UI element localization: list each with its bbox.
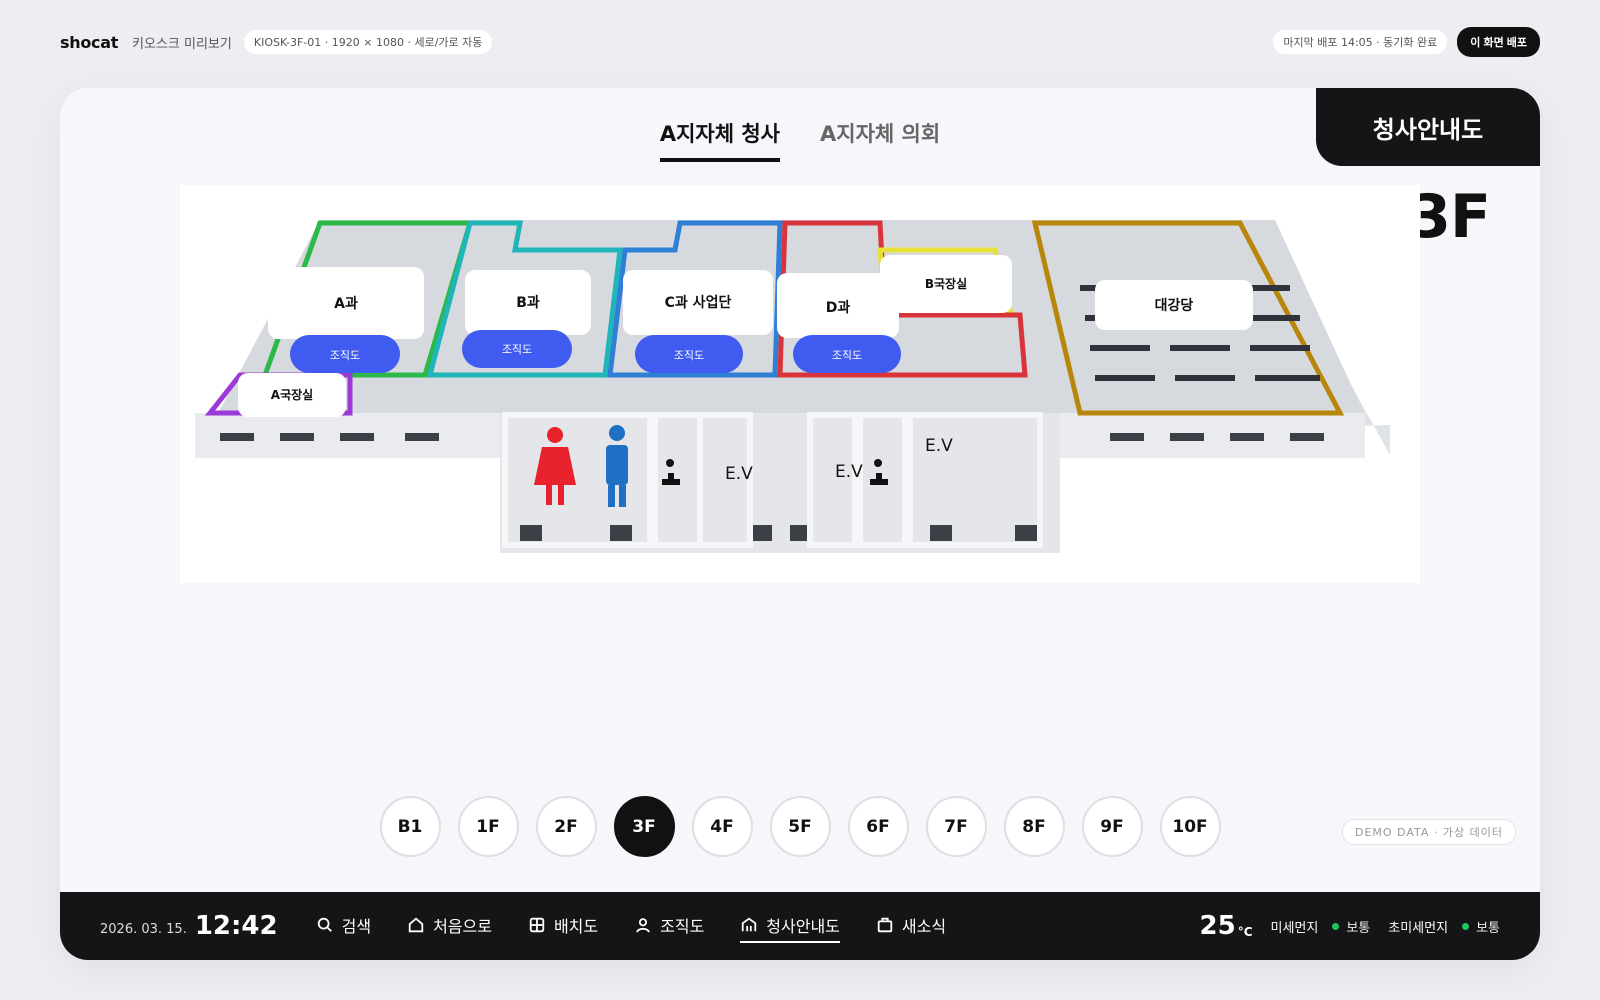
core-block <box>500 413 1060 553</box>
room-auditorium-outline <box>1031 220 1345 416</box>
search-icon <box>317 917 332 932</box>
bottom-nav: 검색 처음으로 배치도 조직도 청사안내도 새소식 <box>316 909 946 943</box>
org-button-c[interactable]: 조직도 <box>635 335 743 373</box>
floor-button-6f[interactable]: 6F <box>847 796 909 857</box>
ultrafine-dust-status: 보통 <box>1462 917 1500 936</box>
temperature-value: 25 <box>1199 911 1236 941</box>
nav-home-label: 처음으로 <box>433 917 492 936</box>
device-info-pill: KIOSK-3F-01 · 1920 × 1080 · 세로/가로 자동 <box>243 30 493 54</box>
guide-badge: 청사안내도 <box>1316 88 1540 166</box>
nav-layout-label: 배치도 <box>553 917 599 936</box>
floor-button-3f[interactable]: 3F <box>613 796 675 857</box>
org-button-label-a: 조직도 <box>330 349 360 362</box>
nav-search[interactable]: 검색 <box>316 909 371 943</box>
nav-org[interactable]: 조직도 <box>634 909 704 943</box>
room-card-auditorium[interactable]: 대강당 <box>1095 280 1253 330</box>
room-card-b[interactable]: B과 <box>465 270 591 335</box>
room-name-c: C과 사업단 <box>665 294 732 311</box>
current-time: 12:42 <box>194 911 278 941</box>
top-right-group: 마지막 배포 14:05 · 동기화 완료 이 화면 배포 <box>1273 27 1540 57</box>
status-dot-icon <box>1332 922 1340 930</box>
nav-guide[interactable]: 청사안내도 <box>740 909 840 943</box>
room-name-a-director: A국장실 <box>271 387 313 402</box>
fine-dust-label: 미세먼지 <box>1270 920 1319 936</box>
room-name-a: A과 <box>334 296 358 312</box>
org-button-label-b: 조직도 <box>502 343 532 356</box>
room-card-d[interactable]: D과 <box>777 273 899 338</box>
bottom-bar: 2026. 03. 15. 12:42 검색 처음으로 배치도 조직도 청사안내… <box>60 892 1540 960</box>
deploy-status: 마지막 배포 14:05 · 동기화 완료 <box>1273 30 1448 54</box>
elevator-label-3: E.V <box>925 436 953 456</box>
building-tabs: A지자체 청사 A지자체 의회 <box>60 118 1540 162</box>
floor-button-2f[interactable]: 2F <box>535 796 597 857</box>
home-icon <box>408 917 424 933</box>
floor-button-8f[interactable]: 8F <box>1003 796 1065 857</box>
nav-news-label: 새소식 <box>901 917 947 936</box>
room-card-c[interactable]: C과 사업단 <box>623 270 773 335</box>
nav-org-label: 조직도 <box>660 917 705 936</box>
nav-guide-label: 청사안내도 <box>766 917 840 936</box>
nav-layout[interactable]: 배치도 <box>528 909 598 943</box>
elevator-label-1: E.V <box>725 464 753 484</box>
tab-building-council[interactable]: A지자체 의회 <box>820 122 941 146</box>
floor-button-10f[interactable]: 10F <box>1159 796 1221 857</box>
org-button-label-d: 조직도 <box>832 349 862 362</box>
ultrafine-dust-value: 보통 <box>1476 920 1500 936</box>
male-restroom-icon <box>606 425 628 507</box>
room-b-outline <box>426 220 623 378</box>
female-restroom-icon <box>534 427 576 505</box>
deploy-button[interactable]: 이 화면 배포 <box>1457 27 1540 57</box>
building-icon <box>742 917 757 932</box>
top-bar: shocat 키오스크 미리보기 KIOSK-3F-01 · 1920 × 10… <box>60 27 1540 57</box>
floor-button-4f[interactable]: 4F <box>691 796 753 857</box>
tab-building-office[interactable]: A지자체 청사 <box>659 118 780 162</box>
brand-logo: shocat <box>60 32 119 52</box>
weather-panel: 25 °C 미세먼지 보통 초미세먼지 보통 <box>1200 911 1501 941</box>
room-card-b-director[interactable]: B국장실 <box>880 255 1012 313</box>
room-card-a-director[interactable]: A국장실 <box>238 373 346 417</box>
stairs-icon-right <box>870 459 888 485</box>
status-dot-icon <box>1462 922 1470 930</box>
nav-home[interactable]: 처음으로 <box>407 909 492 943</box>
demo-data-badge: DEMO DATA · 가상 데이터 <box>1342 819 1516 845</box>
nav-search-label: 검색 <box>341 917 372 936</box>
current-floor-label: 3F <box>1409 182 1491 252</box>
fine-dust-status: 보통 <box>1332 917 1370 936</box>
room-card-a[interactable]: A과 <box>268 267 424 339</box>
preview-label: 키오스크 미리보기 <box>132 36 232 52</box>
floor-button-5f[interactable]: 5F <box>769 796 831 857</box>
org-button-b[interactable]: 조직도 <box>462 330 572 368</box>
room-name-b-director: B국장실 <box>925 276 967 291</box>
floor-button-7f[interactable]: 7F <box>925 796 987 857</box>
floor-button-b1[interactable]: B1 <box>379 796 441 857</box>
kiosk-screen: A지자체 청사 A지자체 의회 청사안내도 3F <box>60 88 1540 960</box>
floor-map: E.V E.V E.V A과 조직도 B과 조직도 C과 사 <box>180 185 1420 583</box>
floor-button-1f[interactable]: 1F <box>457 796 519 857</box>
temperature-unit: °C <box>1237 925 1253 939</box>
windows <box>220 433 1324 541</box>
org-button-label-c: 조직도 <box>674 349 704 362</box>
bag-icon <box>877 917 893 933</box>
nav-news[interactable]: 새소식 <box>876 909 946 943</box>
core-walls <box>502 412 1043 548</box>
room-name-d: D과 <box>826 300 851 316</box>
elevator-label-2: E.V <box>835 462 863 482</box>
user-icon <box>636 918 650 933</box>
room-name-auditorium: 대강당 <box>1155 297 1194 314</box>
stairs-icon-left <box>662 459 680 485</box>
grid-icon <box>529 917 545 933</box>
room-name-b: B과 <box>516 295 540 311</box>
floor-button-9f[interactable]: 9F <box>1081 796 1143 857</box>
current-date: 2026. 03. 15. <box>100 921 187 937</box>
floor-selector: B1 1F 2F 3F 4F 5F 6F 7F 8F 9F 10F <box>60 796 1540 857</box>
fine-dust-value: 보통 <box>1346 920 1371 936</box>
org-button-a[interactable]: 조직도 <box>290 335 400 373</box>
ultrafine-dust-label: 초미세먼지 <box>1388 920 1449 936</box>
room-c-outline <box>607 220 783 378</box>
floor-map-svg: E.V E.V E.V A과 조직도 B과 조직도 C과 사 <box>195 220 1390 553</box>
org-button-d[interactable]: 조직도 <box>793 335 901 373</box>
